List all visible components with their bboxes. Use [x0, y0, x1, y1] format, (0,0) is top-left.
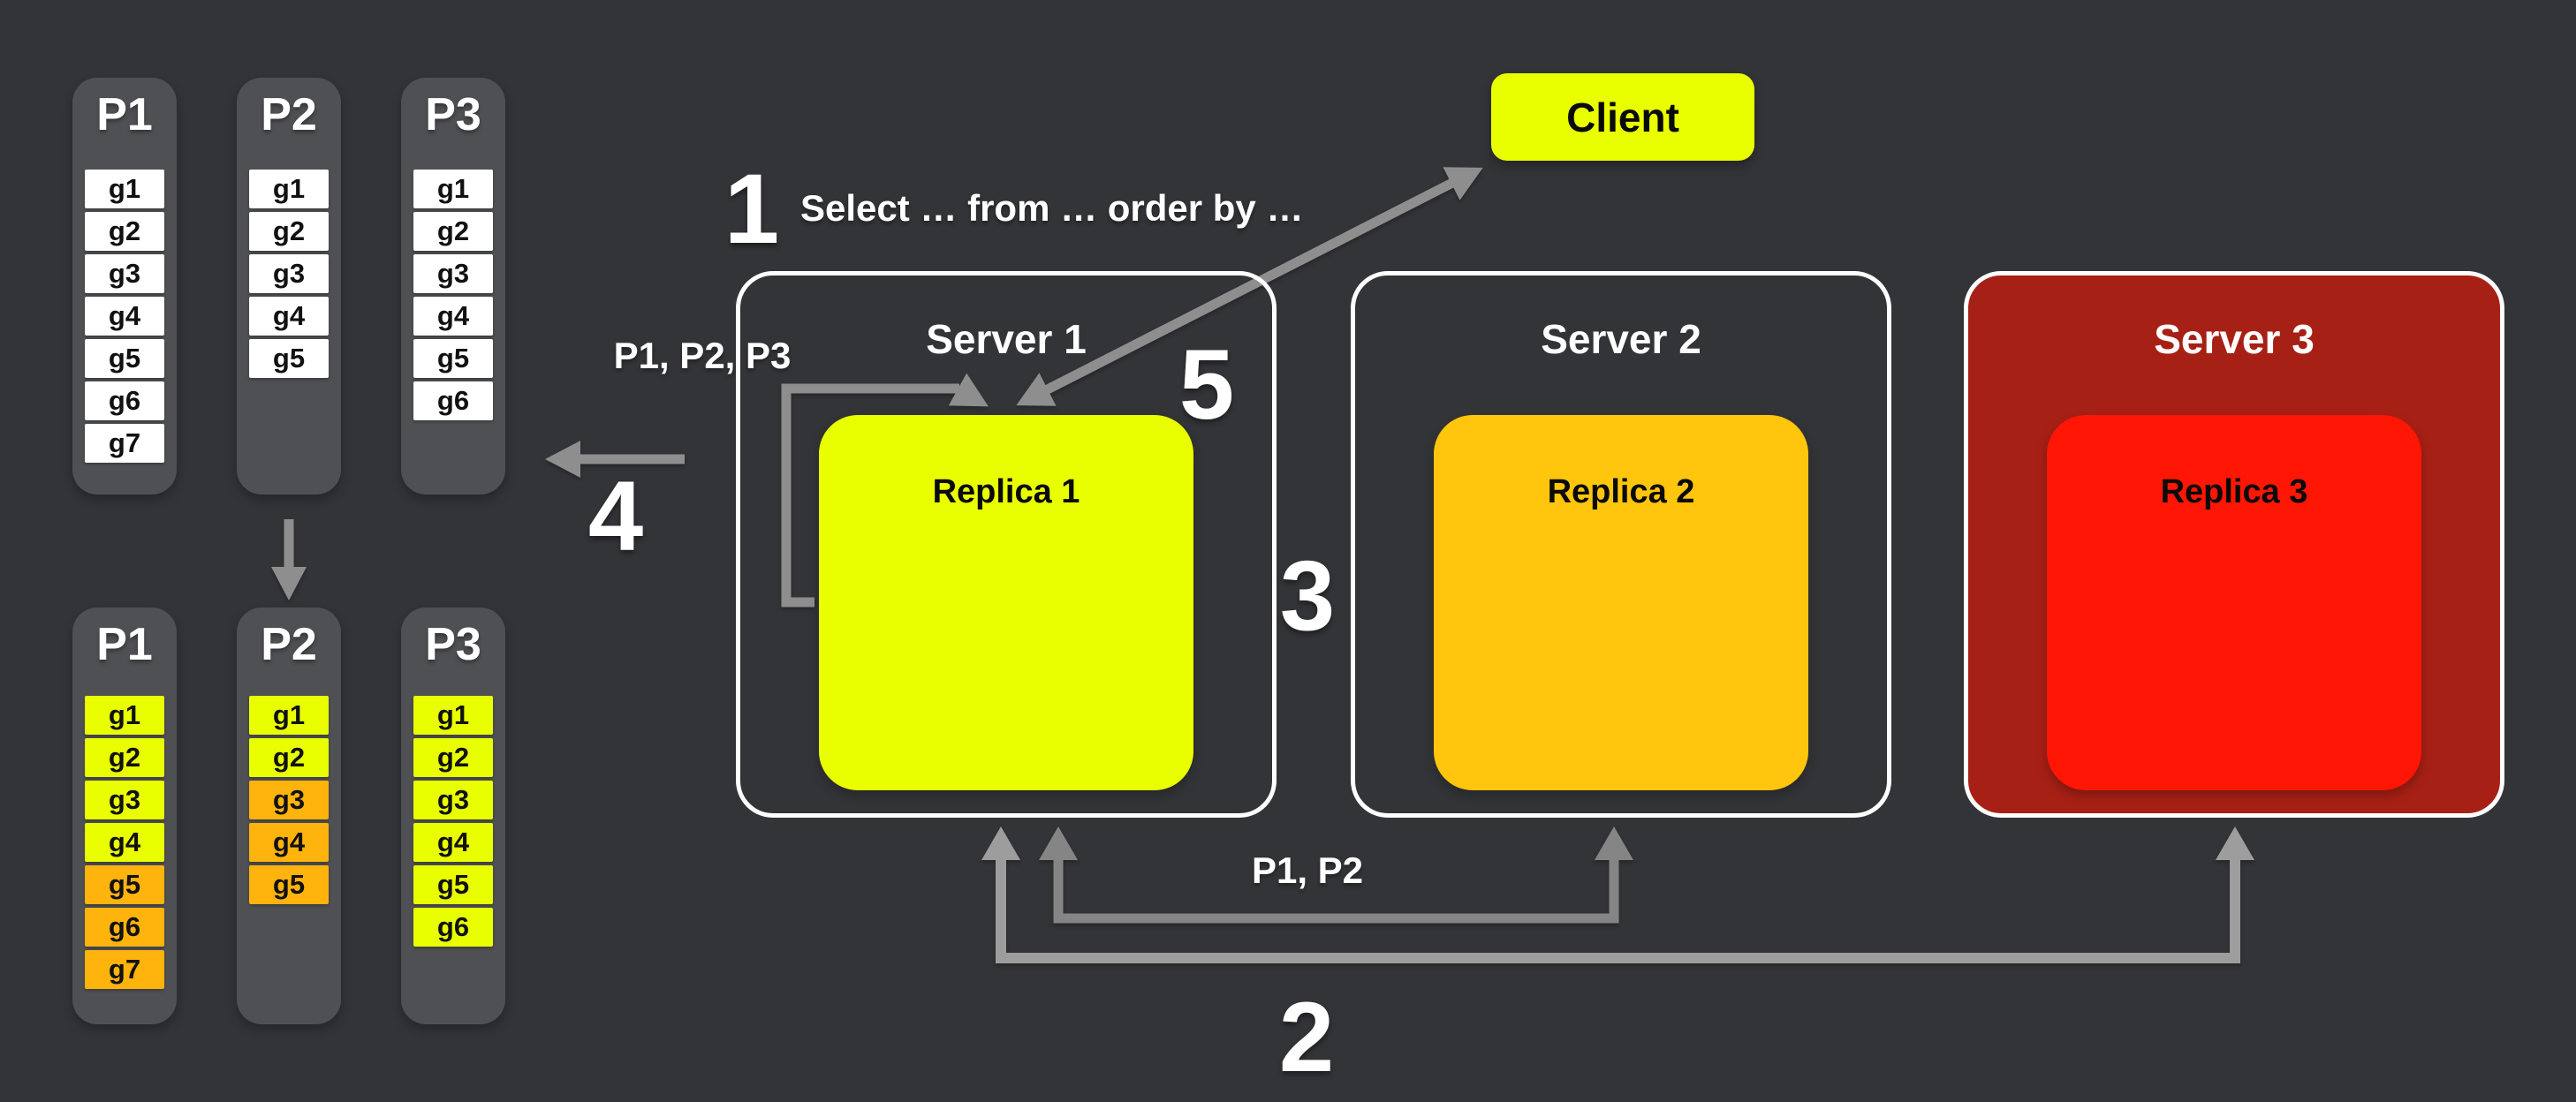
group-cell-g3: g3: [85, 254, 164, 293]
server-3-box: Server 3 Replica 3: [1964, 271, 2504, 818]
server-1-title: Server 1: [926, 316, 1087, 362]
group-cell-g4: g4: [249, 823, 329, 862]
group-cell-g6: g6: [85, 908, 164, 947]
query-annotation: Select … from … order by …: [800, 187, 1304, 229]
client-box: Client: [1491, 73, 1754, 161]
group-cell-g2: g2: [249, 212, 329, 251]
group-cell-g4: g4: [413, 297, 493, 336]
group-cell-g5: g5: [85, 339, 164, 378]
group-cell-g5: g5: [413, 865, 493, 904]
group-cell-g3: g3: [413, 254, 493, 293]
client-label: Client: [1566, 94, 1679, 140]
group-cell-g2: g2: [249, 738, 329, 777]
step-1-number: 1: [724, 154, 780, 264]
group-cell-g5: g5: [413, 339, 493, 378]
group-cell-g1: g1: [249, 696, 329, 735]
group-cell-g7: g7: [85, 424, 164, 463]
group-cell-g1: g1: [249, 170, 329, 208]
group-cell-g6: g6: [413, 381, 493, 420]
group-cell-g6: g6: [85, 381, 164, 420]
merge-partitions-label: P1, P2, P3: [613, 335, 792, 376]
group-cell-g1: g1: [85, 696, 164, 735]
group-cell-g2: g2: [413, 738, 493, 777]
replica-1-box: Replica 1: [819, 415, 1193, 790]
replica-2-label: Replica 2: [1547, 473, 1695, 510]
group-cell-g3: g3: [85, 781, 164, 819]
server-2-title: Server 2: [1541, 316, 1701, 362]
scatter-arrow-outer: [981, 826, 2254, 963]
partition-title: P2: [261, 89, 317, 140]
partition-title: P3: [425, 619, 481, 670]
group-cell-g1: g1: [85, 170, 164, 208]
server-2-box: Server 2 Replica 2: [1351, 271, 1891, 818]
group-cell-g3: g3: [249, 254, 329, 293]
partition-title: P1: [96, 89, 153, 140]
step-4-number: 4: [587, 461, 644, 571]
group-cell-g1: g1: [413, 170, 493, 208]
group-cell-g1: g1: [413, 696, 493, 735]
group-cell-g7: g7: [85, 950, 164, 989]
step-2-number: 2: [1278, 982, 1335, 1092]
step-5-number: 5: [1178, 329, 1235, 440]
step-3-number: 3: [1279, 540, 1336, 651]
server-3-title: Server 3: [2154, 316, 2315, 362]
group-cell-g3: g3: [413, 781, 493, 819]
replica-1-label: Replica 1: [932, 473, 1080, 510]
group-cell-g4: g4: [413, 823, 493, 862]
group-cell-g5: g5: [85, 865, 164, 904]
replica-2-box: Replica 2: [1434, 415, 1808, 790]
group-cell-g2: g2: [85, 212, 164, 251]
group-cell-g4: g4: [249, 297, 329, 336]
partition-title: P1: [96, 619, 153, 670]
replica-3-label: Replica 3: [2160, 473, 2308, 510]
sort-down-arrow: [271, 519, 307, 600]
group-cell-g2: g2: [413, 212, 493, 251]
partition-title: P2: [261, 619, 317, 670]
group-cell-g6: g6: [413, 908, 493, 947]
group-cell-g4: g4: [85, 823, 164, 862]
partition-title: P3: [425, 89, 481, 140]
group-cell-g5: g5: [249, 865, 329, 904]
group-cell-g4: g4: [85, 297, 164, 336]
scatter-partitions-label: P1, P2: [1251, 849, 1364, 891]
group-cell-g2: g2: [85, 738, 164, 777]
group-cell-g3: g3: [249, 781, 329, 819]
group-cell-g5: g5: [249, 339, 329, 378]
replica-3-box: Replica 3: [2047, 415, 2421, 790]
server-1-box: Server 1 Replica 1: [736, 271, 1277, 818]
